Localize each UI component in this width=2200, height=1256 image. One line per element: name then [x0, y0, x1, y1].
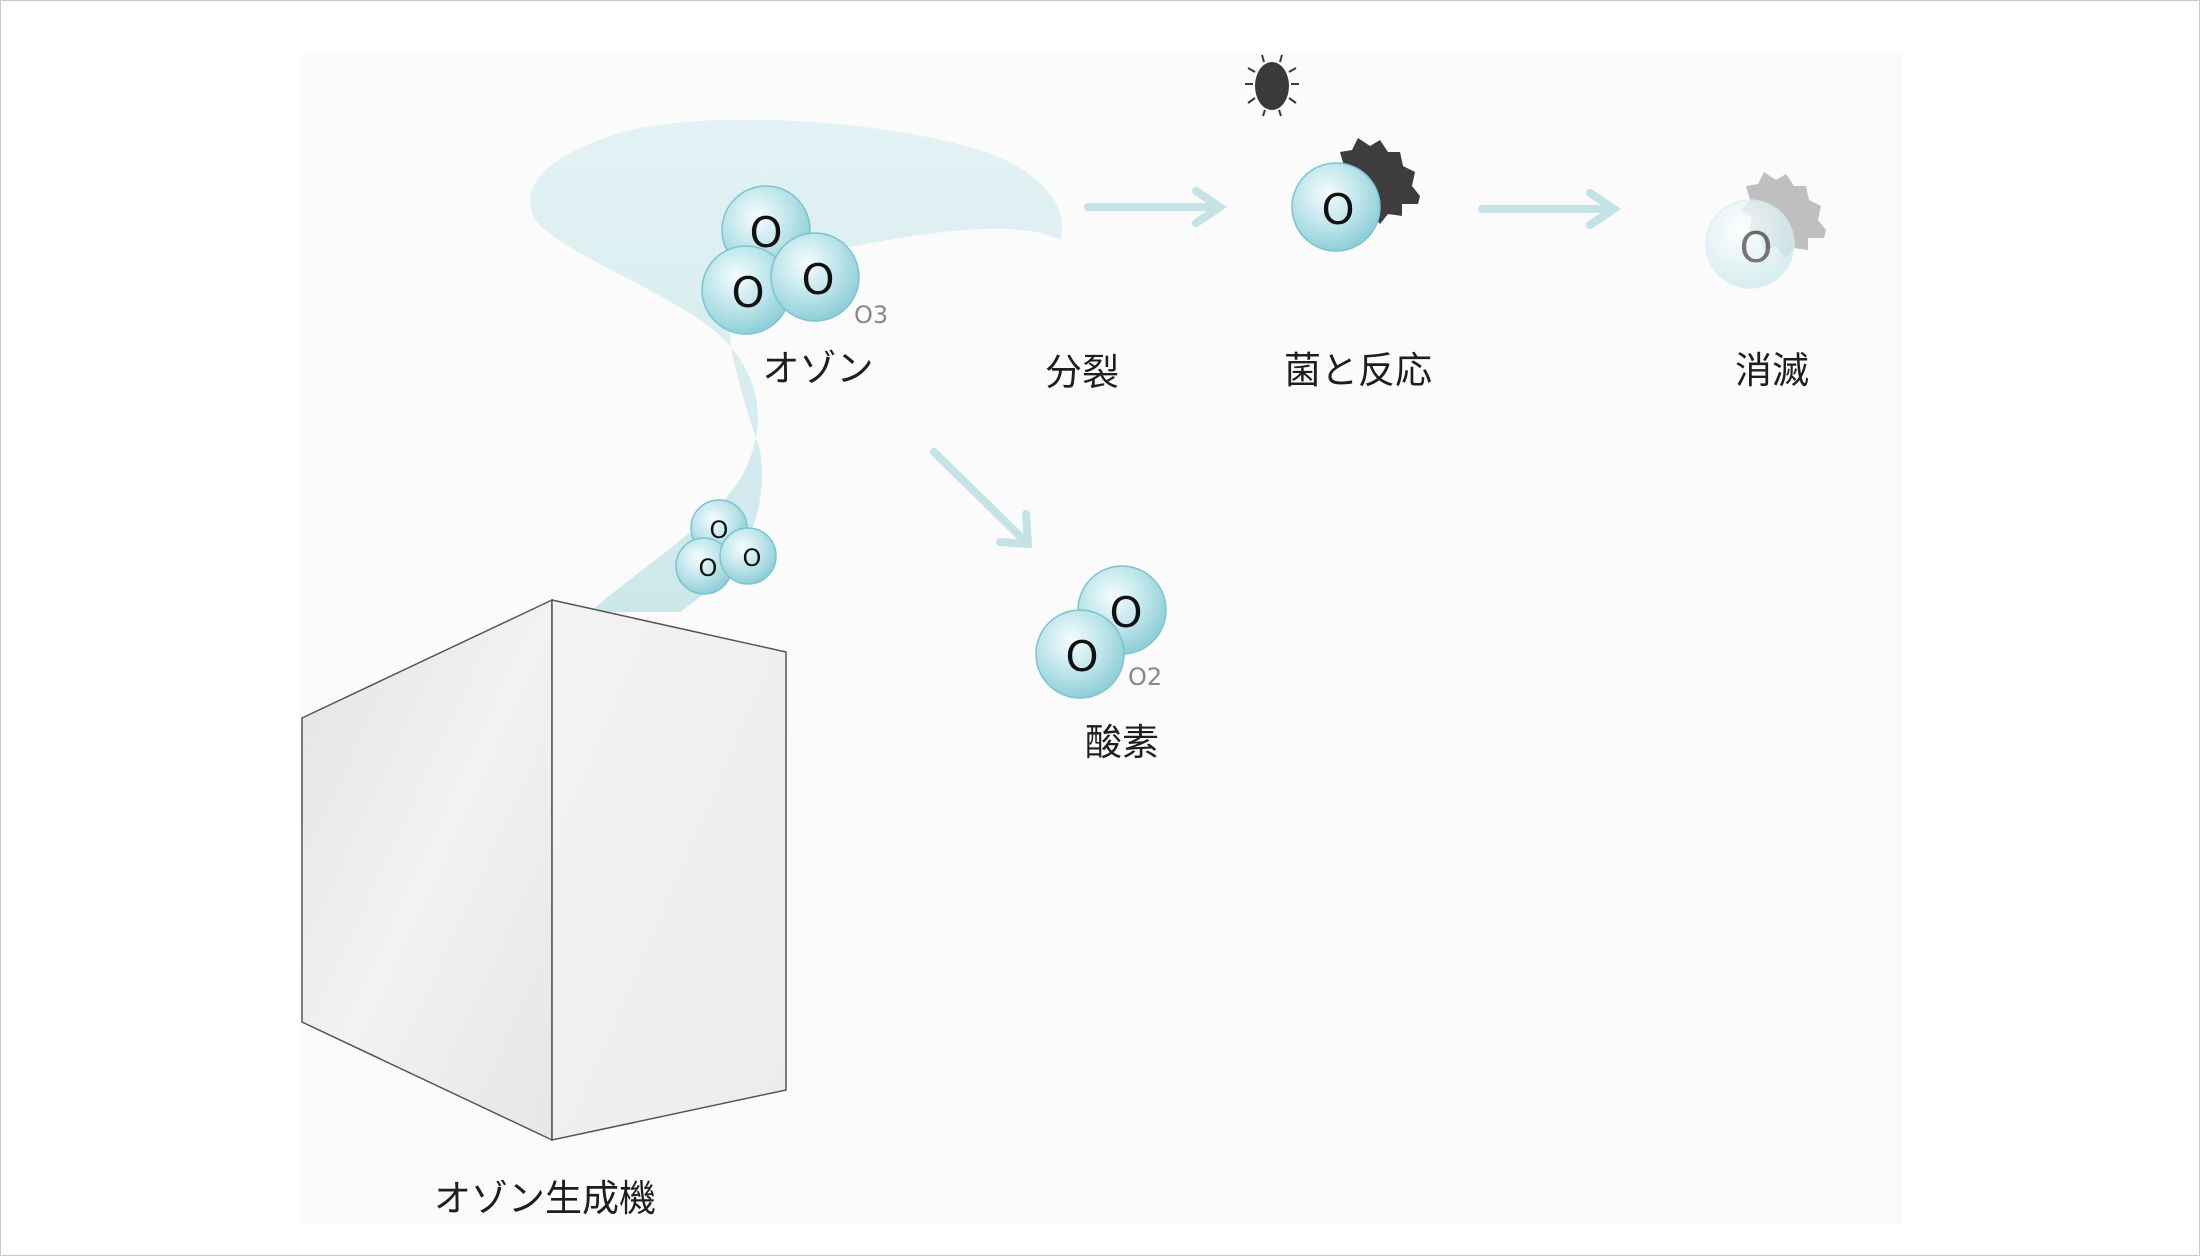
atom-symbol: O	[710, 516, 729, 544]
ozone-stream	[530, 119, 1062, 612]
arrow-split	[1084, 187, 1228, 227]
label-split: 分裂	[1045, 351, 1119, 394]
atom-symbol: O	[1739, 223, 1772, 272]
label-ozone: オゾン	[762, 347, 874, 390]
germ-icon	[1245, 54, 1299, 117]
label-oxygen: 酸素	[1085, 721, 1159, 764]
atom-symbol: O	[749, 208, 782, 257]
oxygen-atom-reacting: O	[1291, 162, 1381, 252]
atom-symbol: O	[1065, 632, 1098, 681]
ozone-molecule-large: O O O O3	[701, 185, 888, 335]
oxygen-formula: O2	[1128, 663, 1162, 691]
atom-symbol: O	[699, 554, 718, 582]
label-react: 菌と反応	[1284, 349, 1432, 392]
atom-symbol: O	[1321, 185, 1354, 234]
arrow-vanish	[1478, 189, 1622, 229]
atom-symbol: O	[731, 268, 764, 317]
label-vanish: 消滅	[1735, 349, 1809, 392]
atom-symbol: O	[1109, 588, 1142, 637]
atom-symbol: O	[801, 255, 834, 304]
ozone-generator-box	[301, 598, 787, 1142]
oxygen-atom-fading: O	[1705, 199, 1795, 289]
label-generator: オゾン生成機	[434, 1177, 656, 1220]
arrow-oxygen	[930, 448, 1033, 549]
ozone-molecule-small: O O O	[675, 499, 777, 595]
ozone-formula: O3	[854, 301, 888, 329]
atom-symbol: O	[743, 544, 762, 572]
oxygen-molecule: O O O2	[1035, 565, 1167, 699]
